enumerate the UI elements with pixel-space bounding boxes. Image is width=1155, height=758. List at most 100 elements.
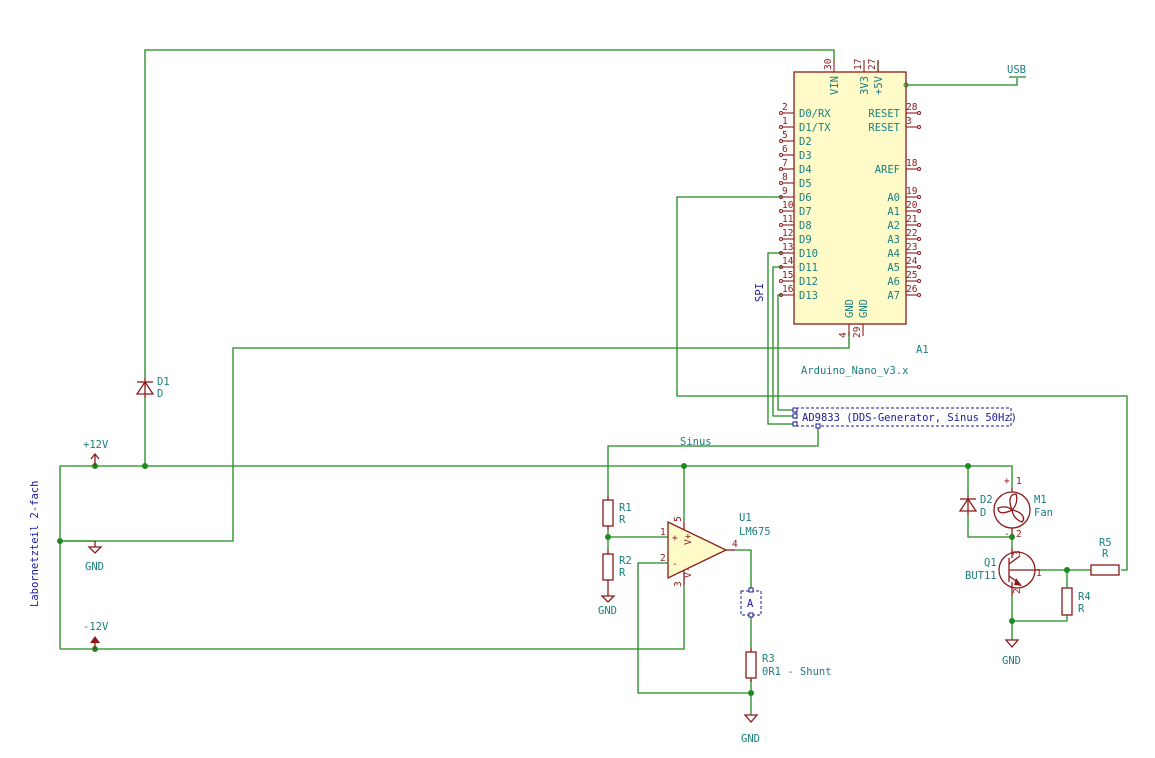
ad9833-module[interactable]: AD9833 (DDS-Generator, Sinus 50Hz) bbox=[792, 407, 1017, 429]
arduino-pin-end bbox=[917, 111, 921, 115]
opamp-vminus-label: V- bbox=[683, 567, 694, 578]
arduino-pin-number: 13 bbox=[782, 242, 793, 253]
r5-ref: R5 bbox=[1099, 537, 1112, 549]
fan-pin1: 1 bbox=[1016, 476, 1022, 487]
arduino-right-pins: 28RESET3RESET18AREF19A020A121A222A323A42… bbox=[868, 102, 921, 302]
arduino-pin-name: A5 bbox=[887, 262, 900, 274]
arduino-pin-number: 12 bbox=[782, 228, 793, 239]
arduino-pin-end bbox=[917, 167, 921, 171]
r5-value: R bbox=[1102, 548, 1109, 560]
arduino-pin-name: A2 bbox=[887, 220, 900, 232]
power-minus12: -12V bbox=[83, 621, 109, 649]
arduino-pin-number: 2 bbox=[782, 102, 788, 113]
arduino-pin-end bbox=[917, 125, 921, 129]
arduino-pin-end bbox=[779, 167, 783, 171]
arduino-pin-name: A6 bbox=[887, 276, 900, 288]
arduino-pin-number: 3 bbox=[906, 116, 912, 127]
d2-triangle bbox=[958, 497, 978, 512]
fan-m1[interactable]: + 1 - 2 M1 Fan bbox=[993, 476, 1053, 540]
arduino-pin-end bbox=[917, 265, 921, 269]
diode-d2[interactable]: D2 D bbox=[958, 494, 993, 519]
arduino-pin-number: 16 bbox=[782, 284, 794, 295]
resistor-r3[interactable]: R3 0R1 - Shunt bbox=[745, 648, 832, 682]
resistor-r1[interactable]: R1 R bbox=[602, 496, 632, 530]
arduino-pin-end bbox=[779, 293, 783, 297]
arduino-pin-name: D8 bbox=[799, 220, 812, 232]
wire-plus12-rail bbox=[60, 465, 1013, 488]
m1-ref: M1 bbox=[1034, 494, 1047, 506]
arduino-pin-name: D1/TX bbox=[799, 122, 831, 134]
arduino-pin-number: 9 bbox=[782, 186, 788, 197]
d2-value: D bbox=[980, 507, 986, 519]
arduino-pin-name: A4 bbox=[887, 248, 900, 260]
opamp-minus: - bbox=[672, 559, 678, 570]
arduino-pin-number: 15 bbox=[782, 270, 793, 281]
q1-arrow bbox=[1014, 578, 1022, 586]
d1-ref: D1 bbox=[157, 376, 170, 388]
wire-vin bbox=[144, 49, 835, 378]
gnd-left-label: GND bbox=[85, 561, 104, 573]
opamp-pin4: 4 bbox=[732, 539, 738, 550]
q1-ref: Q1 bbox=[984, 557, 997, 569]
arduino-pin-number: 10 bbox=[782, 200, 794, 211]
arduino-pin-end bbox=[917, 279, 921, 283]
wire-gnd-arduino bbox=[60, 332, 850, 542]
arduino-pin-name: D10 bbox=[799, 248, 818, 260]
fan-plus: + bbox=[1004, 476, 1010, 487]
arduino-pin-end bbox=[779, 265, 783, 269]
arduino-pin-end bbox=[779, 153, 783, 157]
q1-c-line bbox=[1008, 555, 1021, 565]
arduino-pin-end bbox=[779, 111, 783, 115]
fan-minus: - bbox=[1004, 529, 1010, 540]
arduino-left-pins: 2D0/RX1D1/TX5D26D37D48D59D610D711D812D91… bbox=[779, 102, 831, 302]
opamp-u1[interactable]: + - V+ V- 1 2 3 4 5 U1 LM675 bbox=[660, 512, 771, 587]
arduino-pin-number: 28 bbox=[906, 102, 918, 113]
junction bbox=[1064, 567, 1070, 573]
ad9833-port bbox=[792, 407, 798, 413]
transistor-q1[interactable]: 3 2 1 Q1 BUT11 bbox=[965, 548, 1042, 596]
ammeter[interactable]: A bbox=[740, 587, 762, 618]
arduino-pin-number: 11 bbox=[782, 214, 794, 225]
opamp-pin3: 3 bbox=[673, 581, 684, 587]
arduino-pin-number: 1 bbox=[782, 116, 788, 127]
r5-body bbox=[1090, 564, 1120, 576]
gnd-symbol bbox=[1004, 639, 1020, 648]
power-gnd-q1: GND bbox=[1002, 639, 1021, 667]
arduino-body bbox=[793, 71, 907, 325]
arduino-pin-name: GND bbox=[844, 299, 856, 318]
arduino-pin-end bbox=[917, 209, 921, 213]
arduino-pin-end bbox=[917, 251, 921, 255]
arduino-pin-number: 20 bbox=[906, 200, 918, 211]
r4-value: R bbox=[1078, 603, 1085, 615]
arduino-pin-name: D11 bbox=[799, 262, 818, 274]
diode-d1[interactable]: D1 D bbox=[135, 376, 170, 400]
opamp-pin5: 5 bbox=[673, 516, 684, 522]
resistor-r4[interactable]: R4 R bbox=[1061, 587, 1091, 616]
r2-value: R bbox=[619, 567, 626, 579]
usb-label: USB bbox=[1007, 64, 1026, 76]
arduino-pin-number: 23 bbox=[906, 242, 917, 253]
resistor-r5[interactable]: R5 R bbox=[1090, 537, 1120, 576]
r1-body bbox=[602, 499, 614, 527]
arduino-pin-name: 3V3 bbox=[859, 76, 871, 95]
arduino-pin-name: D5 bbox=[799, 178, 812, 190]
arduino-pin-name: A3 bbox=[887, 234, 900, 246]
arduino-pin-end bbox=[779, 181, 783, 185]
resistor-r2[interactable]: R2 R GND bbox=[598, 550, 632, 617]
m1-value: Fan bbox=[1034, 507, 1053, 519]
r2-ref: R2 bbox=[619, 555, 632, 567]
r3-value: 0R1 - Shunt bbox=[762, 666, 832, 678]
arduino-ref: A1 bbox=[916, 344, 929, 356]
arduino-nano[interactable]: 2D0/RX1D1/TX5D26D37D48D59D610D711D812D91… bbox=[779, 58, 929, 377]
junction bbox=[1009, 534, 1015, 540]
arduino-pin-end bbox=[917, 293, 921, 297]
gnd-r2-label: GND bbox=[598, 605, 617, 617]
r4-body bbox=[1061, 587, 1073, 616]
plus12-label: +12V bbox=[83, 439, 109, 451]
fan-blade bbox=[997, 506, 1014, 514]
arduino-pin-end bbox=[779, 209, 783, 213]
ammeter-label: A bbox=[747, 598, 754, 610]
arduino-pin-end bbox=[779, 279, 783, 283]
q1-value: BUT11 bbox=[965, 570, 997, 582]
